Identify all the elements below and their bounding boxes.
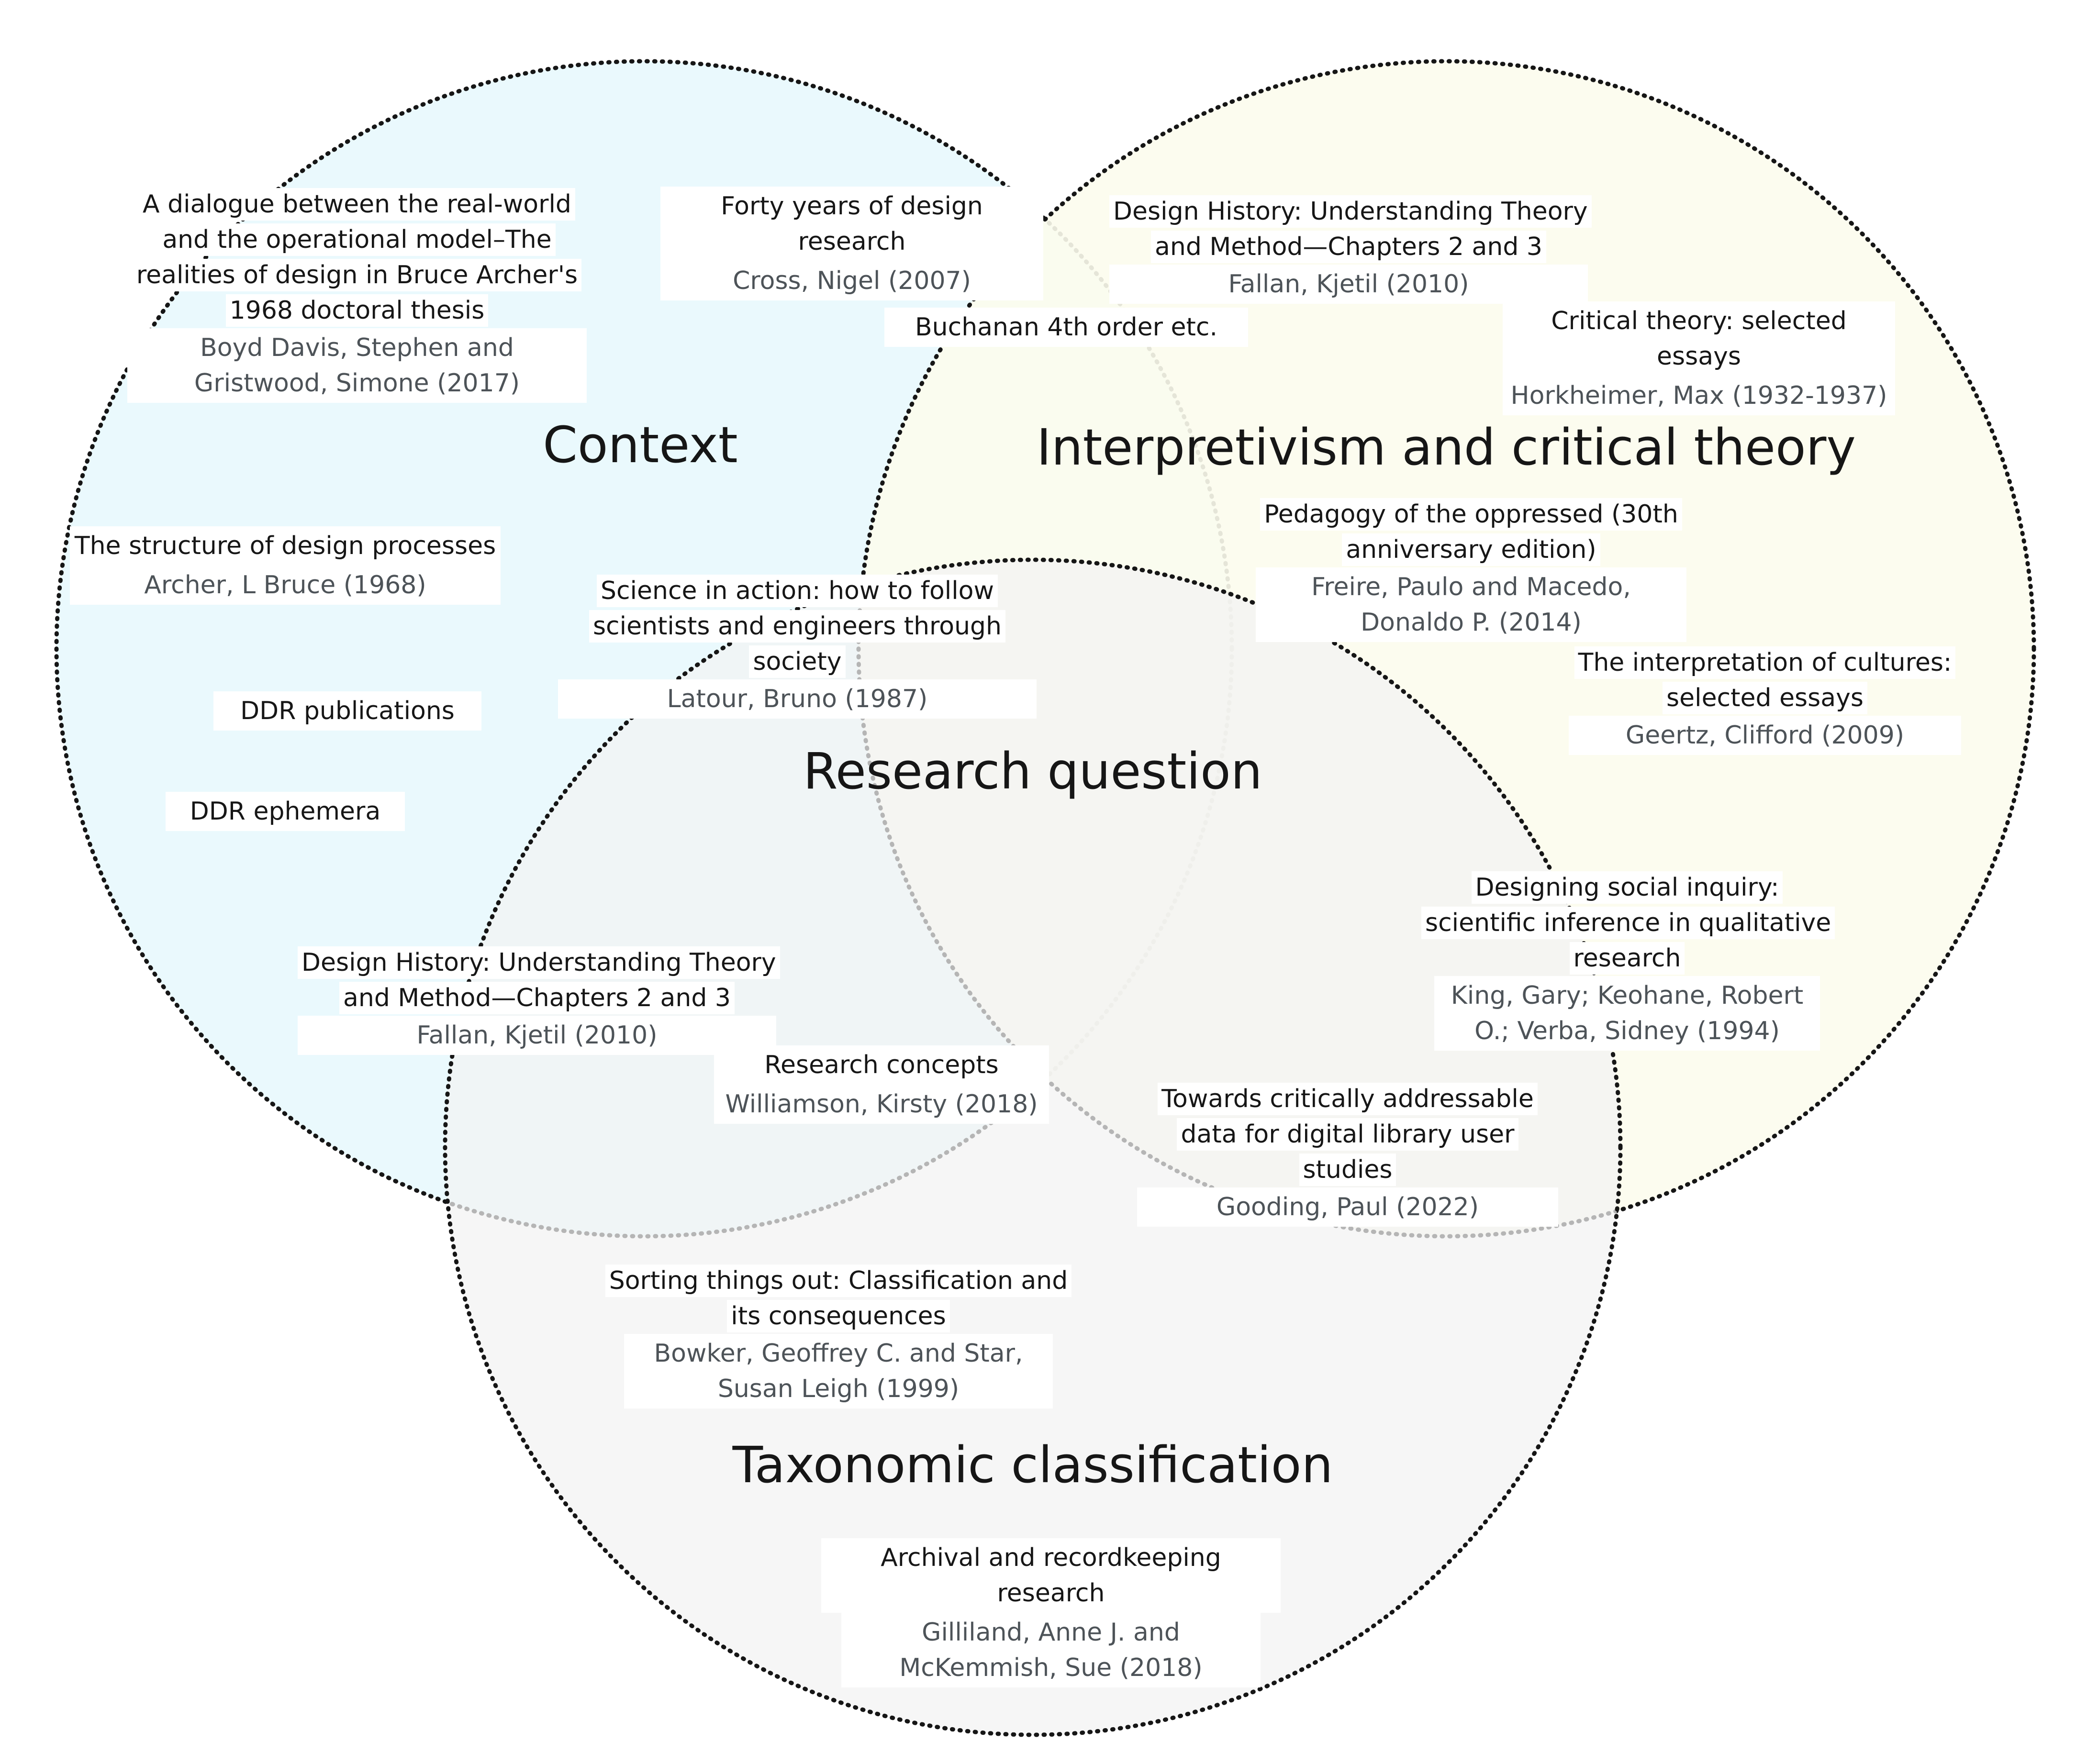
reference-author: Gooding, Paul (2022) [1137,1187,1558,1227]
reference-title: The interpretation of cultures: selected… [1574,646,1956,714]
reference-author: Gilliland, Anne J. and McKemmish, Sue (2… [841,1613,1261,1687]
reference-author: Cross, Nigel (2007) [660,261,1043,300]
reference-title: Science in action: how to follow scienti… [589,575,1006,678]
reference-author: Geertz, Clifford (2009) [1569,716,1961,755]
reference-author: Latour, Bruno (1987) [558,679,1037,719]
reference-title: Archival and recordkeeping research [821,1538,1281,1613]
reference-ddr-ephemera: DDR ephemera [166,792,405,831]
reference-author: Fallan, Kjetil (2010) [1109,265,1588,304]
region-label-research-question: Research question [803,742,1262,800]
region-label-context: Context [543,416,738,474]
reference-author: Horkheimer, Max (1932-1937) [1503,376,1895,415]
reference-king: Designing social inquiry: scientific inf… [1421,870,1835,1051]
reference-title: DDR publications [213,691,481,731]
reference-title: Critical theory: selected essays [1503,301,1895,376]
reference-title: Buchanan 4th order etc. [884,308,1248,347]
reference-title: DDR ephemera [166,792,405,831]
reference-buchanan: Buchanan 4th order etc. [884,308,1248,347]
reference-williamson: Research concepts Williamson, Kirsty (20… [714,1045,1049,1124]
reference-title: A dialogue between the real-world and th… [132,188,582,327]
reference-latour: Science in action: how to follow scienti… [558,573,1037,719]
region-label-taxonomic: Taxonomic classification [732,1436,1333,1494]
reference-fallan-upper: Design History: Understanding Theory and… [1109,194,1592,304]
reference-bowker: Sorting things out: Classification and i… [594,1263,1083,1409]
reference-title: Design History: Understanding Theory and… [1109,195,1592,263]
reference-author: Bowker, Geoffrey C. and Star, Susan Leig… [624,1334,1053,1409]
reference-title: Sorting things out: Classification and i… [605,1265,1072,1332]
reference-author: Archer, L Bruce (1968) [70,566,501,605]
reference-cross: Forty years of design research Cross, Ni… [660,187,1043,300]
reference-title: Pedagogy of the oppressed (30th annivers… [1260,498,1682,566]
reference-archer: The structure of design processes Archer… [70,526,501,605]
reference-title: Designing social inquiry: scientific inf… [1421,871,1835,975]
reference-author: King, Gary; Keohane, Robert O.; Verba, S… [1434,976,1820,1051]
reference-author: Boyd Davis, Stephen and Gristwood, Simon… [127,328,587,403]
reference-boyd-davis: A dialogue between the real-world and th… [127,187,587,403]
taxonomic-circle [443,557,1623,1737]
reference-author: Fallan, Kjetil (2010) [298,1016,776,1055]
reference-horkheimer: Critical theory: selected essays Horkhei… [1503,301,1895,415]
reference-gooding: Towards critically addressable data for … [1137,1081,1558,1227]
reference-title: Forty years of design research [660,187,1043,261]
reference-fallan-lower: Design History: Understanding Theory and… [298,945,780,1055]
reference-title: Design History: Understanding Theory and… [298,946,780,1014]
reference-freire: Pedagogy of the oppressed (30th annivers… [1256,497,1686,642]
reference-title: Towards critically addressable data for … [1158,1083,1538,1186]
reference-title: Research concepts [714,1045,1049,1085]
reference-author: Williamson, Kirsty (2018) [714,1085,1049,1124]
reference-title: The structure of design processes [70,526,501,566]
reference-geertz: The interpretation of cultures: selected… [1569,645,1961,755]
reference-gilliland: Archival and recordkeeping research Gill… [821,1538,1281,1687]
reference-author: Freire, Paulo and Macedo, Donaldo P. (20… [1256,567,1686,642]
reference-ddr-publications: DDR publications [213,691,481,731]
region-label-interpretivism: Interpretivism and critical theory [1037,418,1856,477]
